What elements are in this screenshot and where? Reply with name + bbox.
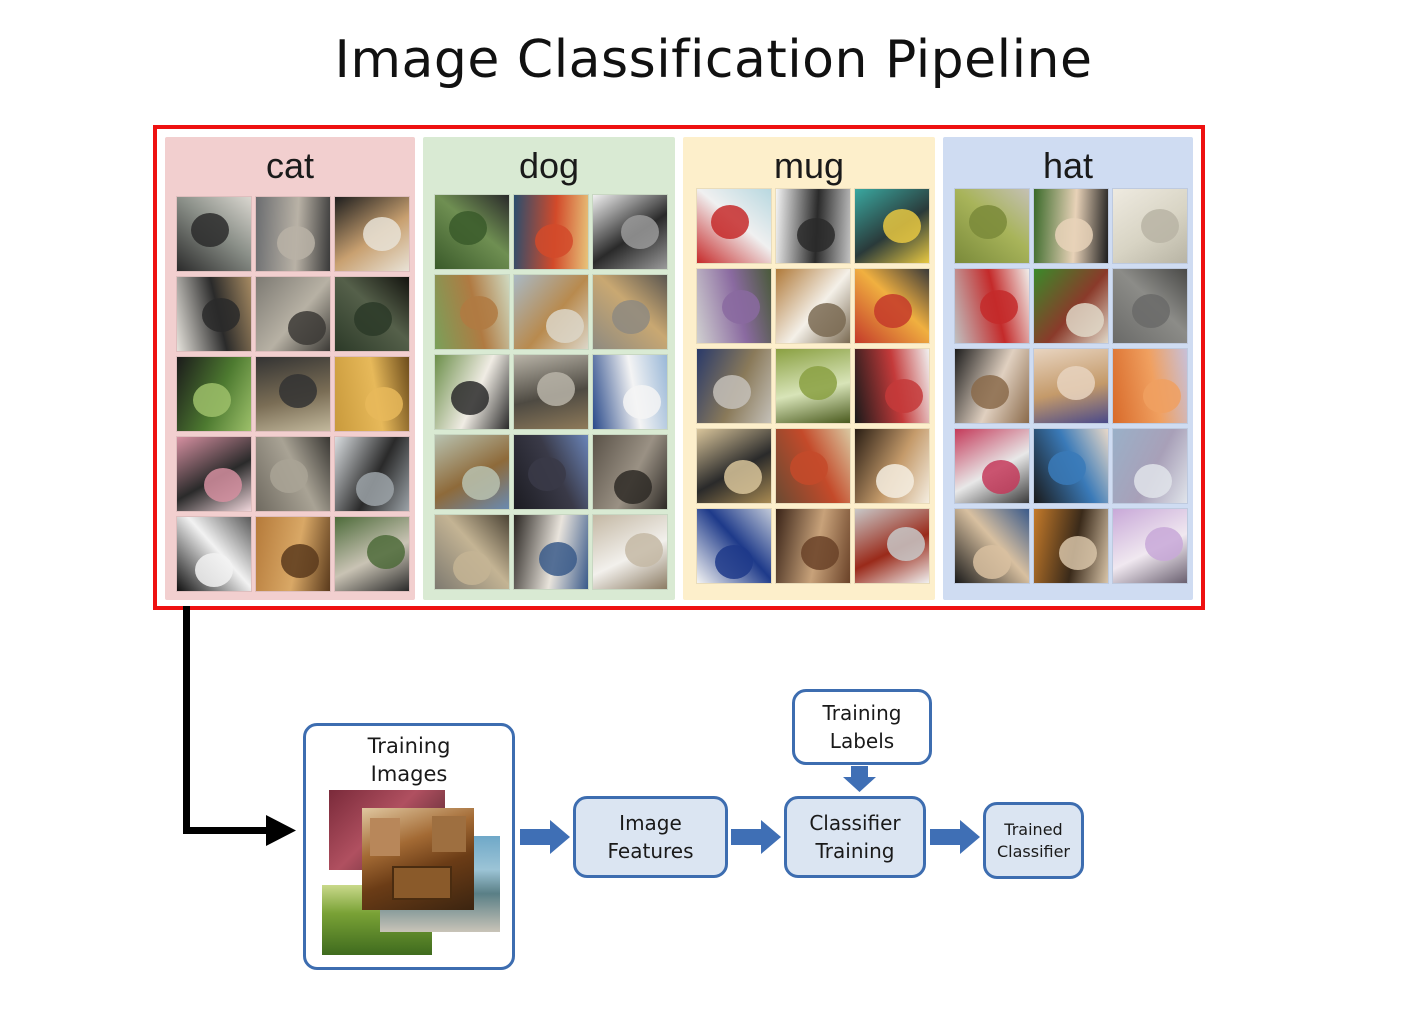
trained-classifier-box: Trained Classifier — [983, 802, 1084, 879]
training-images-label: Training Images — [367, 734, 451, 786]
training-set-frame: cat dog mug hat — [153, 125, 1205, 610]
thumbnail-image — [1034, 269, 1108, 343]
connector-arrowhead-icon — [266, 815, 296, 846]
flow-arrow-icon — [520, 820, 570, 854]
page-title: Image Classification Pipeline — [334, 30, 1093, 90]
thumbnail-image — [256, 517, 330, 591]
thumbnail-image — [335, 437, 409, 511]
thumbnail-image — [177, 517, 251, 591]
thumbnail-image — [514, 435, 588, 509]
thumbnail-image — [776, 189, 850, 263]
thumbnail-image — [955, 349, 1029, 423]
thumbnail-image — [1113, 429, 1187, 503]
thumbnail-image — [593, 515, 667, 589]
trained-classifier-label: Trained Classifier — [996, 819, 1071, 861]
collage-photo-kitchen — [362, 808, 474, 910]
thumbnail-image — [776, 349, 850, 423]
thumbnail-image — [514, 355, 588, 429]
classifier-training-label: Classifier Training — [809, 811, 901, 863]
connector-vertical — [183, 606, 190, 834]
thumbnail-image — [776, 509, 850, 583]
thumbnail-image — [697, 269, 771, 343]
thumbnail-image — [855, 509, 929, 583]
thumbnail-image — [776, 269, 850, 343]
thumbnail-image — [955, 189, 1029, 263]
thumbnail-image — [1113, 269, 1187, 343]
thumbnail-image — [855, 269, 929, 343]
flow-arrow-icon — [731, 820, 781, 854]
flow-arrow-icon — [930, 820, 980, 854]
training-labels-box: Training Labels — [792, 689, 932, 765]
thumbnail-image — [177, 357, 251, 431]
thumbnail-image — [1034, 509, 1108, 583]
connector-horizontal — [183, 827, 269, 834]
thumbnail-image — [335, 277, 409, 351]
thumbnail-image — [177, 437, 251, 511]
down-arrow-icon — [843, 766, 876, 792]
thumbnail-image — [1034, 349, 1108, 423]
thumbnail-image — [256, 197, 330, 271]
thumbnail-image — [514, 275, 588, 349]
category-label-dog: dog — [518, 145, 580, 186]
thumbnail-image — [1034, 189, 1108, 263]
thumbnail-image — [697, 349, 771, 423]
thumbnail-image — [435, 515, 509, 589]
thumbnail-image — [1034, 429, 1108, 503]
thumbnail-image — [776, 429, 850, 503]
category-label-hat: hat — [1042, 145, 1094, 186]
thumbnail-image — [514, 515, 588, 589]
thumbnail-image — [955, 429, 1029, 503]
thumbnail-image — [256, 277, 330, 351]
thumbnail-image — [1113, 349, 1187, 423]
category-column-hat: hat — [943, 137, 1193, 600]
category-label-mug: mug — [773, 145, 845, 186]
thumbnail-image — [514, 195, 588, 269]
thumbnail-image — [955, 269, 1029, 343]
thumbnail-image — [335, 197, 409, 271]
category-column-mug: mug — [683, 137, 935, 600]
thumbnail-image — [593, 275, 667, 349]
thumbnail-image — [435, 355, 509, 429]
thumbnail-image — [177, 277, 251, 351]
thumbnail-image — [335, 357, 409, 431]
thumbnail-image — [256, 357, 330, 431]
thumbnail-image — [855, 429, 929, 503]
thumbnail-image — [177, 197, 251, 271]
training-labels-label: Training Labels — [822, 701, 902, 753]
thumbnail-image — [593, 435, 667, 509]
image-features-box: Image Features — [573, 796, 728, 878]
thumbnail-image — [593, 195, 667, 269]
classifier-training-box: Classifier Training — [784, 796, 926, 878]
thumbnail-image — [697, 429, 771, 503]
thumbnail-image — [593, 355, 667, 429]
thumbnail-image — [697, 189, 771, 263]
category-column-cat: cat — [165, 137, 415, 600]
thumbnail-image — [855, 349, 929, 423]
thumbnail-image — [955, 509, 1029, 583]
thumbnail-image — [1113, 509, 1187, 583]
thumbnail-image — [335, 517, 409, 591]
thumbnail-image — [435, 435, 509, 509]
thumbnail-image — [256, 437, 330, 511]
thumbnail-image — [697, 509, 771, 583]
image-features-label: Image Features — [607, 811, 694, 863]
category-column-dog: dog — [423, 137, 675, 600]
thumbnail-image — [855, 189, 929, 263]
category-label-cat: cat — [265, 145, 315, 186]
thumbnail-image — [435, 195, 509, 269]
thumbnail-image — [435, 275, 509, 349]
thumbnail-image — [1113, 189, 1187, 263]
